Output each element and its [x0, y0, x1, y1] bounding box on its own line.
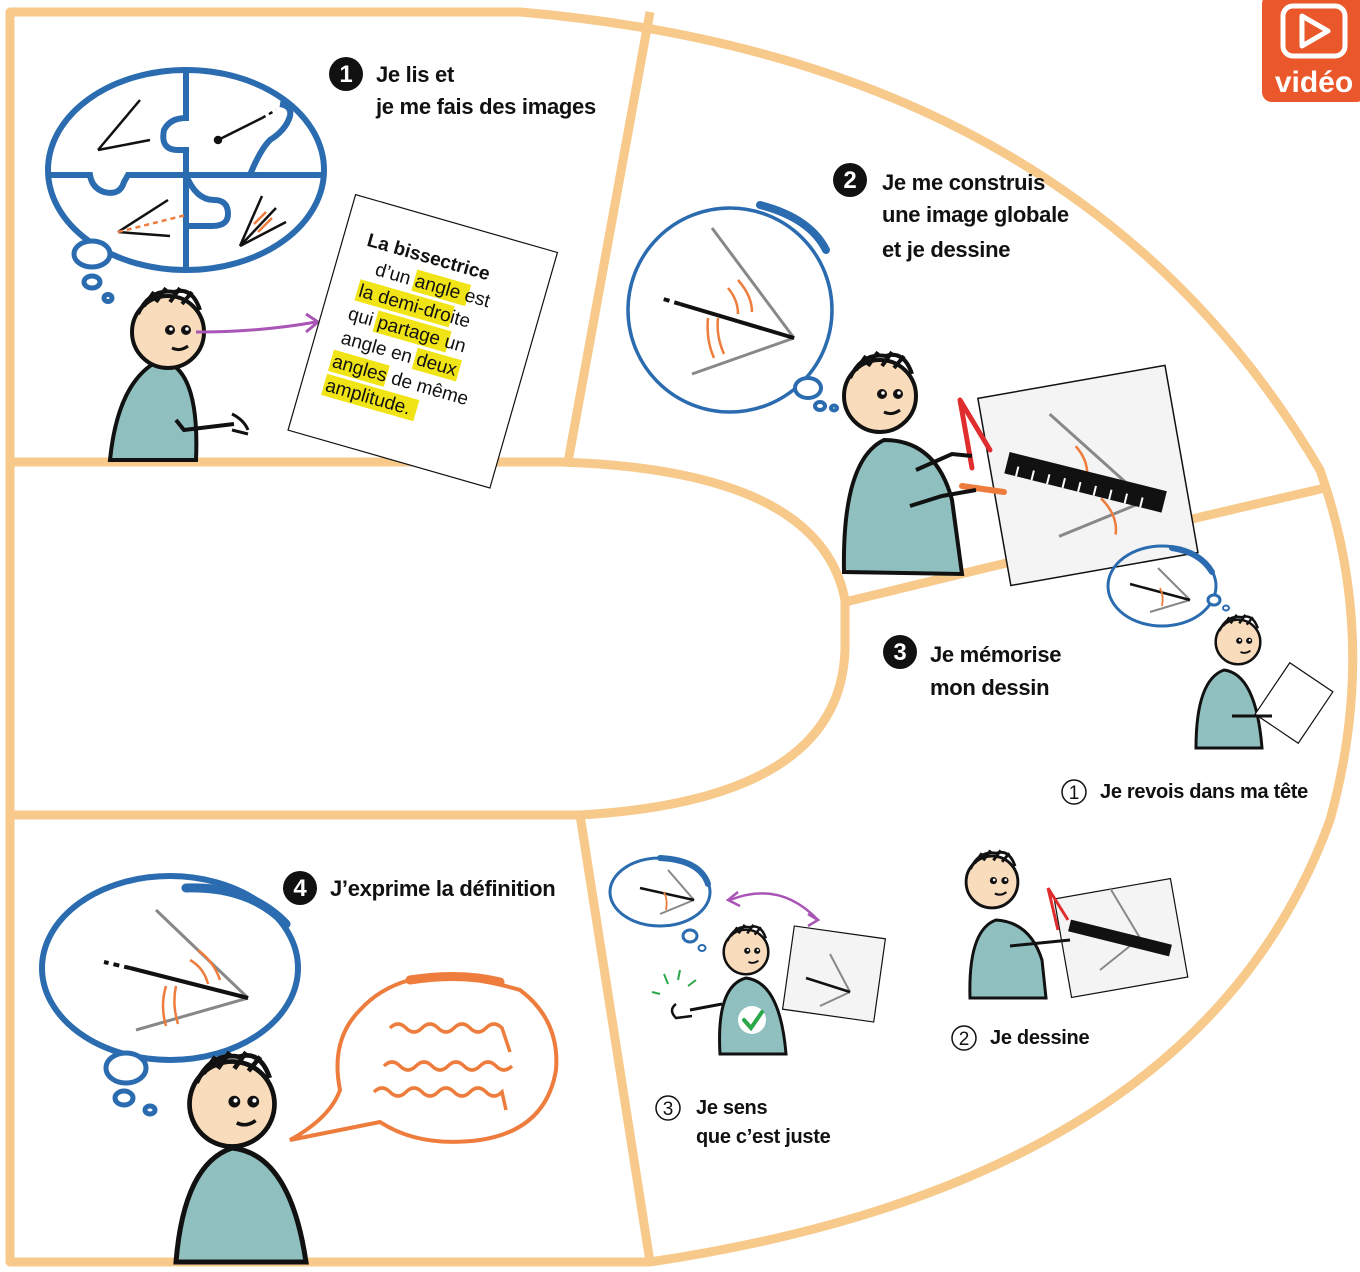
child-drawing — [841, 350, 977, 577]
step-3-number: 3 — [893, 639, 906, 666]
step-3-line-1: Je mémorise — [930, 642, 1061, 667]
bisector-drawing-4 — [103, 908, 250, 1032]
child-reading — [107, 286, 250, 462]
sub-2-label: Je dessine — [990, 1027, 1089, 1049]
panel-3: 3 Je mémorise mon dessin 1 Je revois dan… — [608, 544, 1334, 1148]
step-2-badge — [833, 163, 867, 197]
sub-3-illustration — [608, 855, 887, 1056]
video-label: vidéo — [1275, 66, 1353, 99]
thought-bubbles-2 — [793, 376, 839, 413]
thought-cloud-4 — [39, 873, 301, 1063]
sub-3-number: 3 — [663, 1099, 674, 1120]
step-4-number: 4 — [293, 875, 307, 902]
spark-icon — [651, 969, 697, 995]
puzzle-thought-cloud — [45, 67, 327, 273]
sub-3-badge — [655, 1095, 681, 1121]
panel-frame — [5, 7, 1358, 1267]
sub-1-label: Je revois dans ma tête — [1100, 781, 1308, 803]
step-4-line-1: J’exprime la définition — [330, 876, 555, 901]
doc-highlights — [321, 269, 472, 422]
definition-document: La bissectrice d’un angle est la demi-dr… — [287, 193, 559, 489]
sub-1-badge — [1061, 779, 1087, 805]
thought-bubbles-4 — [103, 1050, 158, 1117]
play-icon — [1299, 13, 1331, 49]
step-1-line-2: je me fais des images — [375, 94, 596, 119]
speech-bubble — [289, 975, 559, 1144]
sub-2-number: 2 — [959, 1029, 970, 1050]
panel-2: 2 Je me construis une image globale et j… — [626, 163, 1199, 587]
step-1-badge — [329, 57, 363, 91]
sub-2-illustration — [964, 848, 1189, 1000]
video-badge[interactable]: vidéo — [1262, 0, 1360, 102]
sub-1-number: 1 — [1069, 783, 1080, 804]
pencil-icon — [959, 483, 1007, 495]
step-2-line-1: Je me construis — [882, 170, 1045, 195]
step-4-badge — [283, 871, 317, 905]
play-icon-frame — [1280, 3, 1348, 59]
gaze-arrow — [195, 320, 317, 334]
puzzle-drawings — [97, 99, 287, 248]
panel-4: 4 J’exprime la définition — [39, 871, 559, 1265]
compare-arrow — [729, 892, 819, 921]
step-1-line-1: Je lis et — [376, 62, 455, 87]
bisector-drawing — [659, 227, 796, 376]
sub-2-badge — [951, 1025, 977, 1051]
step-2-line-3: et je dessine — [882, 237, 1010, 262]
sub-1-illustration — [1106, 544, 1334, 750]
thought-bubbles — [71, 238, 115, 304]
step-2-number: 2 — [843, 167, 856, 194]
speech-squiggles — [372, 1022, 514, 1111]
ruler — [1004, 452, 1167, 513]
sub-3-line-1: Je sens — [696, 1097, 767, 1119]
thought-circle — [626, 206, 834, 414]
step-3-badge — [883, 635, 917, 669]
check-icon — [742, 1010, 764, 1032]
panel-1: La bissectrice d’un angle est la demi-dr… — [45, 57, 596, 489]
step-2-line-2: une image globale — [882, 202, 1069, 227]
step-1-number: 1 — [339, 61, 352, 88]
step-3-line-2: mon dessin — [930, 675, 1049, 700]
sub-3-line-2: que c’est juste — [696, 1126, 831, 1148]
child-speaking — [173, 1052, 309, 1265]
